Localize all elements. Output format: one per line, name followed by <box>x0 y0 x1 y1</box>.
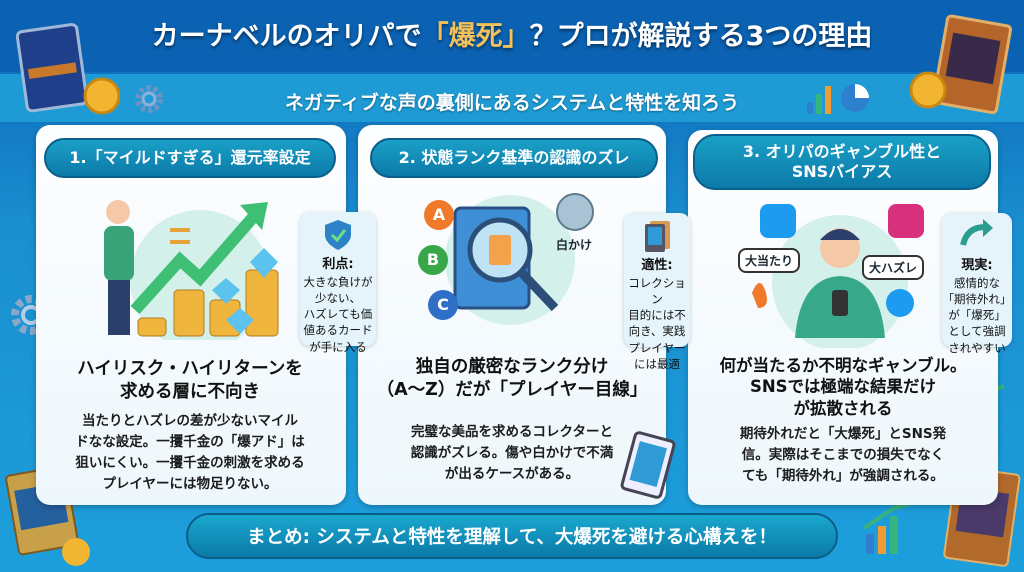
card-grading-illustration <box>445 193 594 325</box>
panel-2-body: 完璧な美品を求めるコレクターと認識がズレる。傷や白かけで不満が出るケースがある。 <box>410 424 614 482</box>
phone-user-illustration <box>752 204 924 348</box>
card-icon <box>645 221 670 252</box>
growth-chart-icon <box>862 502 911 554</box>
grade-c-badge: C <box>428 290 458 320</box>
whitening-label: 白かけ <box>556 238 593 252</box>
panel-2-header: 2. 状態ランク基準の認識のズレ <box>370 138 658 178</box>
bar-pie-chart-icon <box>807 84 869 114</box>
panel-1-heading: ハイリスク・ハイリターンを求める層に不向き <box>77 359 303 402</box>
page-title: カーナベルのオリパで「爆死」？プロが解説する3つの理由 <box>151 21 873 52</box>
callout-reality: 現実:感情的な「期待外れ」が「爆死」として強調されやすい <box>942 213 1012 355</box>
arrow-right-icon <box>960 219 993 246</box>
callout-suitability: 適性:コレクション目的には不向き、実践プレイヤーには最適 <box>624 213 690 371</box>
grade-b-badge: B <box>418 245 448 275</box>
panel-1-body: 当たりとハズレの差が少ないマイルドなな設定。一攫千金の「爆アド」は狙いにくい。一… <box>75 413 305 492</box>
callout-advantage: 利点:大きな負けが少ない、ハズレても価値あるカードが手に入る <box>300 212 376 354</box>
panel-3-body: 期待外れだと「大爆死」とSNS発信。実際はそこまでの損失でなくても「期待外れ」が… <box>739 426 947 484</box>
shield-check-icon <box>325 220 351 250</box>
trading-card-icon <box>909 14 1012 115</box>
page-subtitle: ネガティブな声の裏側にあるシステムと特性を知ろう <box>284 92 740 114</box>
card-sleeve-icon <box>620 431 676 499</box>
speech-bubble-jackpot: 大当たり <box>738 248 801 273</box>
panel-2-heading: 独自の厳密なランク分け（A〜Z）だが「プレイヤー目線」 <box>376 357 648 400</box>
trading-card-icon <box>15 23 120 115</box>
title-band <box>0 0 1024 72</box>
investor-coins-illustration <box>104 200 279 340</box>
gear-icon <box>135 85 163 113</box>
panel-3-heading: 何が当たるか不明なギャンブル。SNSでは極端な結果だけが拡散される <box>719 356 967 418</box>
panel-1-header: 1.「マイルドすぎる」還元率設定 <box>44 138 336 178</box>
summary-banner: まとめ: システムと特性を理解して、大爆死を避ける心構えを！ <box>186 513 838 559</box>
grade-a-badge: A <box>424 200 454 230</box>
speech-bubble-miss: 大ハズレ <box>862 255 925 280</box>
